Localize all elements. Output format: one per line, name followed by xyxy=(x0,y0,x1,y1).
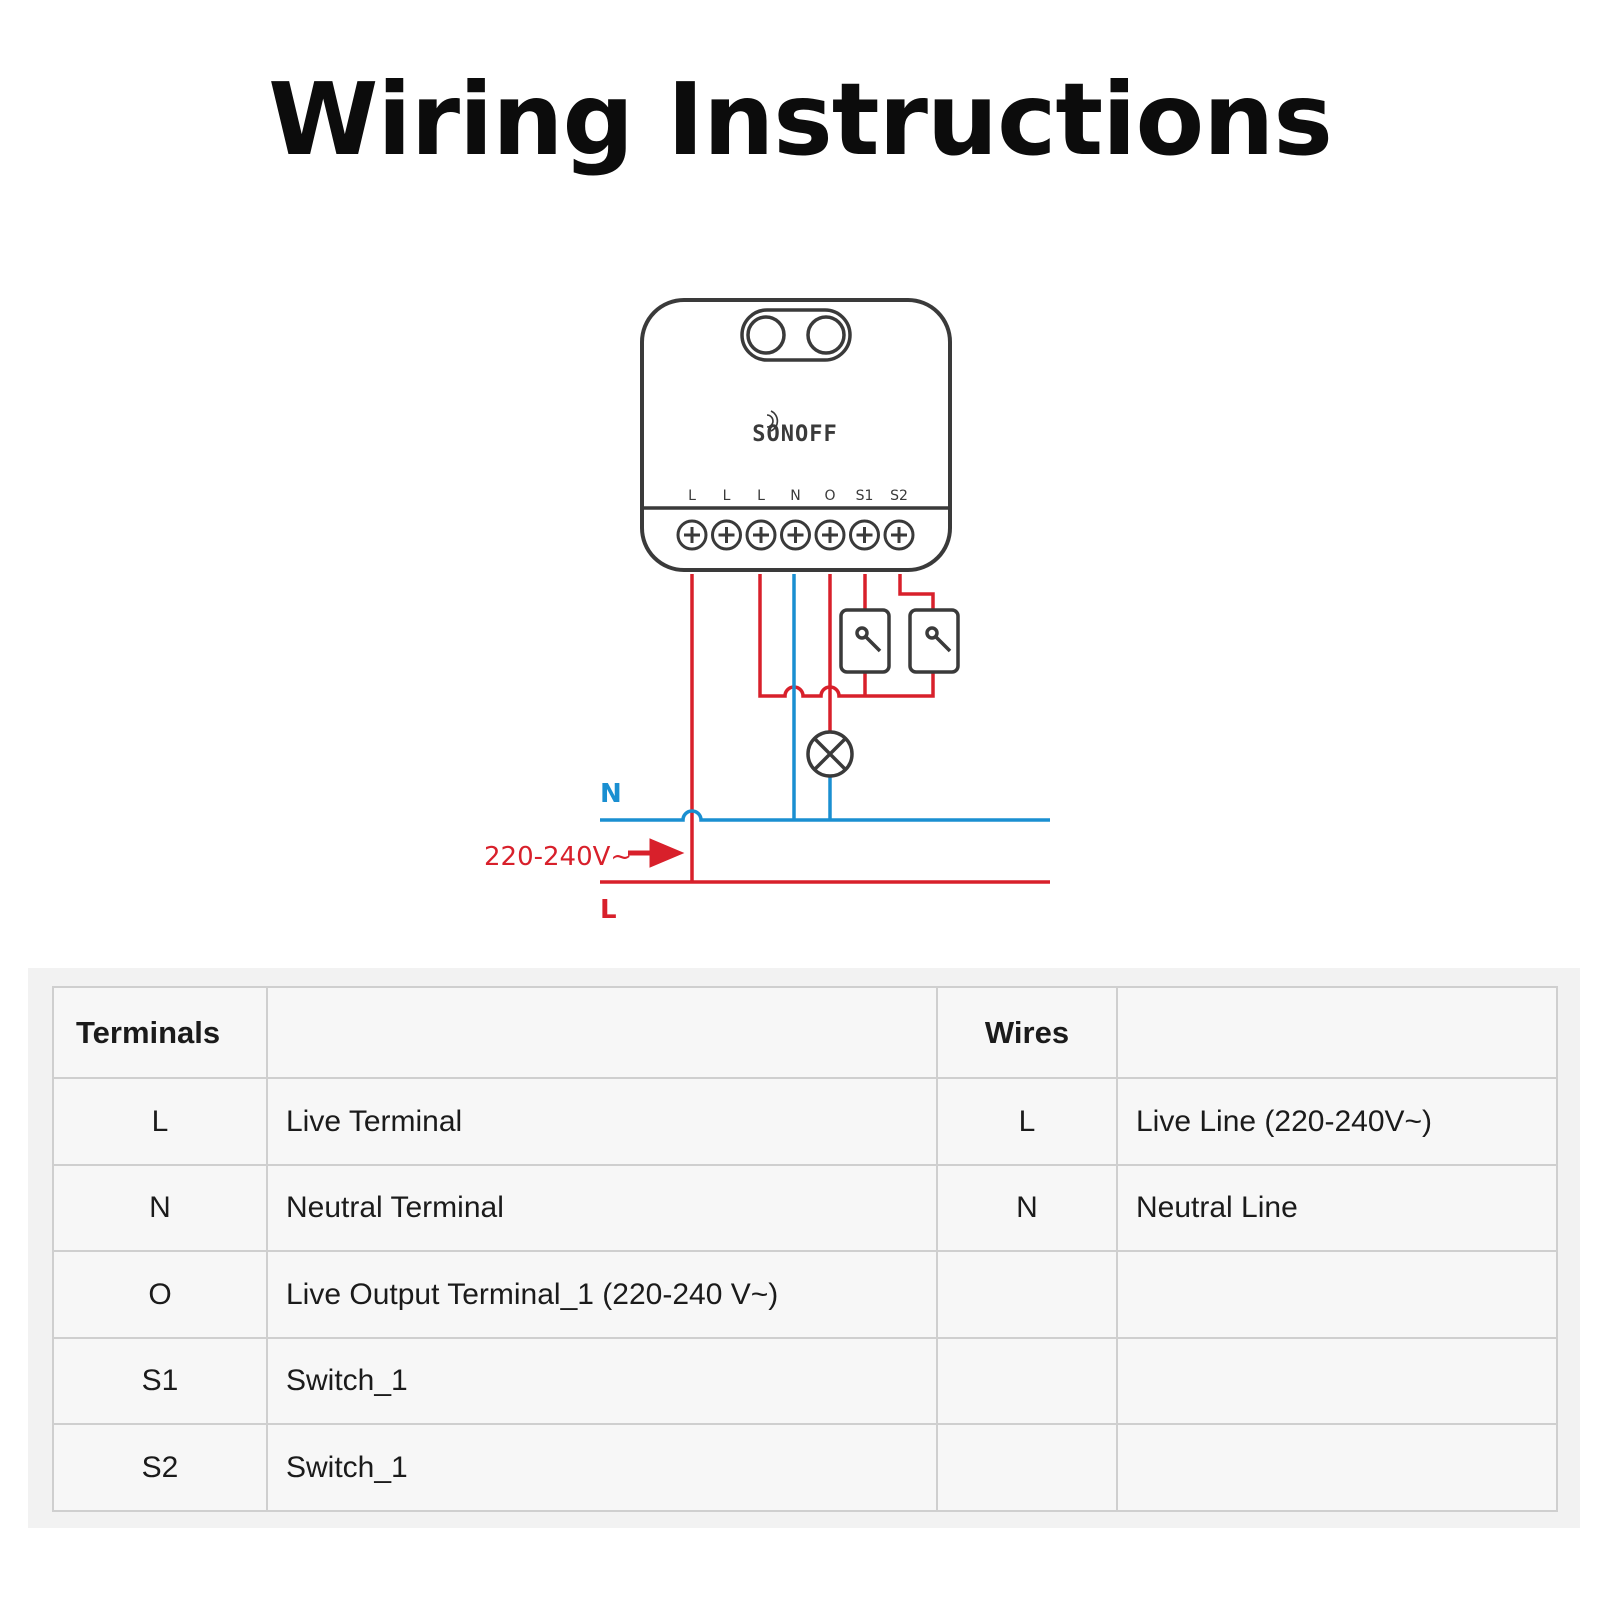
terminal-label: O xyxy=(824,488,835,504)
page-title: Wiring Instructions xyxy=(268,61,1333,178)
table-row: S1 Switch_1 xyxy=(52,1336,1558,1426)
table-row: L Live Terminal L Live Line (220-240V~) xyxy=(52,1077,1558,1166)
wire-description xyxy=(1116,1250,1558,1339)
wire-code: N xyxy=(936,1163,1118,1253)
wire-code: L xyxy=(936,1077,1118,1166)
spec-table-panel: Terminals Wires L Live Terminal L Live L… xyxy=(28,968,1580,1528)
table-row: N Neutral Terminal N Neutral Line xyxy=(52,1163,1558,1253)
terminal-code: S1 xyxy=(52,1336,268,1426)
terminal-labels: L L L N O S1 S2 xyxy=(688,488,908,504)
arrow-icon xyxy=(628,838,685,868)
wire-description xyxy=(1116,1423,1558,1512)
switch-2-icon xyxy=(908,608,960,674)
header-terminals: Terminals xyxy=(52,985,268,1080)
wire-description: Live Line (220-240V~) xyxy=(1116,1077,1558,1166)
terminal-label: S2 xyxy=(890,488,908,504)
brand-logo: SONOFF xyxy=(752,422,837,447)
wire-code xyxy=(936,1423,1118,1512)
table-header-row: Terminals Wires xyxy=(52,985,1558,1080)
button-left-icon xyxy=(746,315,786,355)
terminal-description: Switch_1 xyxy=(266,1336,938,1426)
terminal-description: Neutral Terminal xyxy=(266,1163,938,1253)
live-wires xyxy=(600,574,1050,884)
terminal-description: Live Output Terminal_1 (220-240 V~) xyxy=(266,1250,938,1339)
wire-code xyxy=(936,1250,1118,1339)
terminal-screw-icon xyxy=(676,519,708,551)
terminal-code: L xyxy=(52,1077,268,1166)
terminal-label: L xyxy=(757,488,765,504)
wiring-diagram: SONOFF L L L N O S1 S2 N 220-240V~ L xyxy=(484,298,1050,925)
wire-description xyxy=(1116,1336,1558,1426)
terminal-screw-icon xyxy=(745,519,777,551)
voltage-label: 220-240V~ xyxy=(484,842,632,872)
terminal-code: S2 xyxy=(52,1423,268,1512)
terminal-code: O xyxy=(52,1250,268,1339)
terminal-screw-icon xyxy=(711,519,742,551)
table-row: S2 Switch_1 xyxy=(52,1423,1558,1512)
switch-1-icon xyxy=(839,608,891,674)
terminal-label: N xyxy=(790,488,800,504)
button-right-icon xyxy=(806,315,846,355)
header-wires: Wires xyxy=(936,985,1118,1080)
neutral-wires xyxy=(600,574,1050,822)
header-blank-1 xyxy=(266,985,938,1080)
terminal-code: N xyxy=(52,1163,268,1253)
terminal-screws xyxy=(676,519,915,551)
spec-table: Terminals Wires L Live Terminal L Live L… xyxy=(52,985,1558,1512)
table-row: O Live Output Terminal_1 (220-240 V~) xyxy=(52,1250,1558,1339)
lamp-icon xyxy=(806,730,854,778)
terminal-description: Switch_1 xyxy=(266,1423,938,1512)
sonoff-device: SONOFF L L L N O S1 S2 xyxy=(640,298,952,572)
terminal-screw-icon xyxy=(814,519,846,551)
neutral-supply-line xyxy=(600,809,1050,822)
terminal-screw-icon xyxy=(780,519,811,551)
neutral-supply-label: N xyxy=(600,779,622,809)
live-supply-label: L xyxy=(600,895,617,925)
wire-code xyxy=(936,1336,1118,1426)
terminal-label: L xyxy=(688,488,696,504)
terminal-screw-icon xyxy=(849,519,880,551)
live-bridge-wire xyxy=(758,574,935,698)
terminal-screw-icon xyxy=(883,519,915,551)
wire-description: Neutral Line xyxy=(1116,1163,1558,1253)
terminal-label: L xyxy=(723,488,731,504)
header-blank-2 xyxy=(1116,985,1558,1080)
terminal-description: Live Terminal xyxy=(266,1077,938,1166)
wifi-icon xyxy=(766,410,779,432)
terminal-label: S1 xyxy=(856,488,874,504)
